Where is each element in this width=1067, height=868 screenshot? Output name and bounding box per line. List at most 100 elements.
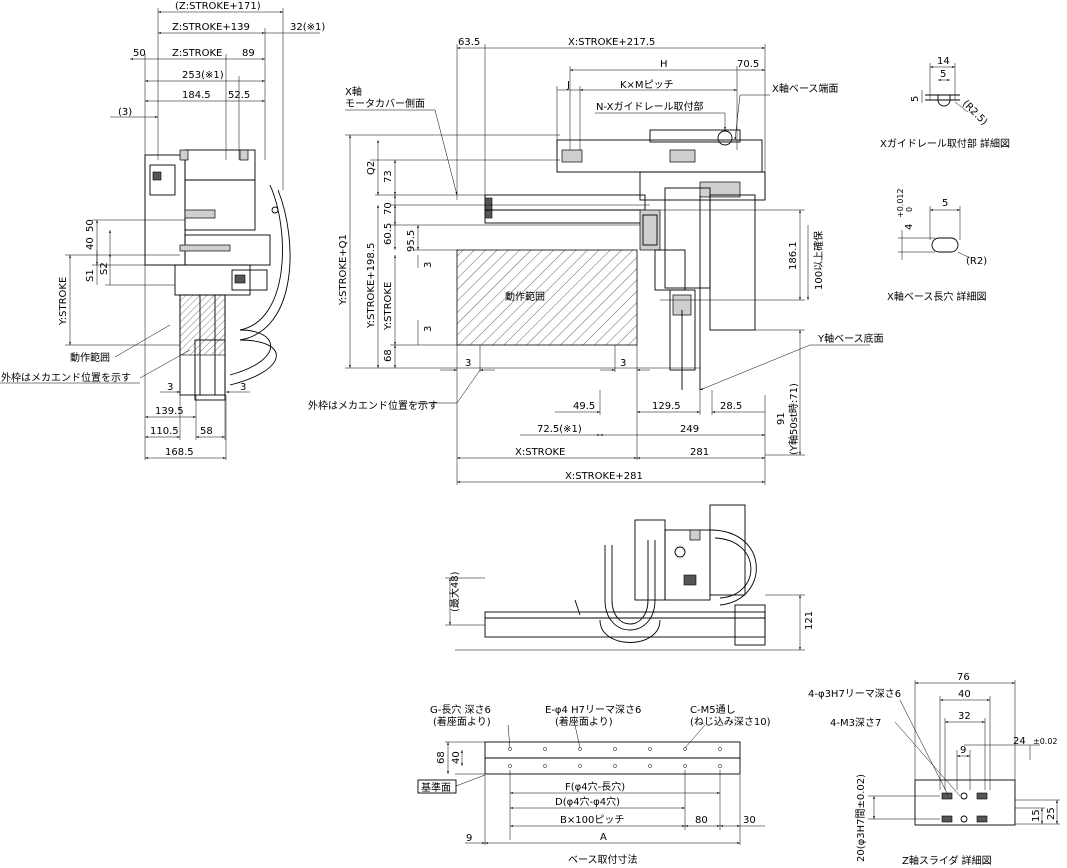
dim-3-paren: (3): [118, 107, 132, 118]
dim-50: 50: [133, 48, 146, 59]
dim-63-5: 63.5: [458, 37, 480, 48]
slot-detail-title: X軸ベース長穴 詳細図: [887, 290, 987, 303]
slot-r2: (R2): [966, 256, 987, 267]
dim-y-stroke-center: Y:STROKE: [383, 282, 394, 331]
dim-q2: Q2: [366, 161, 377, 175]
dim-70-5: 70.5: [737, 59, 759, 70]
base-dim-68: 68: [436, 751, 447, 764]
label-g-slot-2: (着座面より): [433, 715, 491, 728]
dim-32-note: 32(※1): [290, 22, 325, 33]
z-slider-detail: [868, 680, 1060, 826]
dim-s1: S1: [85, 269, 96, 282]
dim-49-5: 49.5: [573, 401, 595, 412]
front-side-view: [445, 504, 805, 651]
dim-max48: (最大48): [448, 571, 461, 612]
slider-dim-24-tol: ±0.02: [1033, 737, 1058, 746]
dim-3-center-b: 3: [423, 326, 434, 332]
x-guide-detail: [921, 63, 969, 113]
label-x-base-end: X軸ベース端面: [772, 82, 838, 95]
dim-3-left-b: 3: [240, 382, 246, 393]
dim-110-5: 110.5: [150, 426, 179, 437]
dim-h: H: [660, 59, 668, 70]
dim-3-center-d: 3: [620, 358, 626, 369]
base-b-label: B×100ピッチ: [560, 814, 624, 826]
base-d-label: D(φ4穴-φ4穴): [555, 795, 620, 808]
slot-dim-4: 4: [904, 224, 915, 230]
dim-s2: S2: [99, 262, 110, 275]
slot-dim-5: 5: [942, 198, 948, 209]
dim-z-stroke-139: Z:STROKE+139: [172, 22, 250, 33]
dim-253: 253(※1): [182, 70, 224, 81]
dim-186-1: 186.1: [788, 241, 799, 270]
dim-y-stroke-left: Y:STROKE: [58, 277, 69, 326]
x-slot-detail: [898, 206, 971, 260]
dim-91: 91: [776, 412, 787, 425]
dim-z-stroke: Z:STROKE: [172, 48, 222, 59]
base-a-label: A: [600, 832, 607, 843]
base-dim-9: 9: [466, 833, 472, 844]
dim-89: 89: [242, 48, 255, 59]
dim-58: 58: [200, 426, 213, 437]
dim-95-5: 95.5: [406, 230, 417, 252]
label-x-motor-1: X軸: [345, 85, 362, 98]
base-dim-30: 30: [743, 815, 756, 826]
dim-72-5: 72.5(※1): [537, 424, 582, 435]
dim-281: 281: [690, 447, 709, 458]
base-dim-80: 80: [695, 815, 708, 826]
dim-z-stroke-171: (Z:STROKE+171): [175, 1, 261, 12]
slider-dim-76: 76: [957, 672, 970, 683]
base-title: ベース取付寸法: [568, 853, 638, 866]
dim-184-5: 184.5: [182, 90, 211, 101]
label-c-m5-2: (ねじ込み深さ10): [690, 716, 771, 728]
slider-dim-32: 32: [958, 711, 971, 722]
dim-73: 73: [383, 170, 394, 183]
slider-dim-9: 9: [960, 745, 966, 756]
guide-r2-5: (R2.5): [960, 98, 990, 128]
dim-x-stroke-281: X:STROKE+281: [565, 471, 643, 482]
guide-dim-14: 14: [937, 56, 950, 67]
label-n-guide: N-Xガイドレール取付部: [596, 100, 703, 113]
dim-x-stroke-center: X:STROKE: [515, 447, 565, 458]
dim-3-center-a: 3: [423, 262, 434, 268]
dim-x-stroke-217: X:STROKE+217.5: [568, 37, 655, 48]
dim-3-left-a: 3: [167, 382, 173, 393]
slider-dim-25: 25: [1046, 807, 1057, 820]
dim-50-vert: 50: [85, 219, 96, 232]
slider-dim-15: 15: [1031, 809, 1042, 822]
dim-129-5: 129.5: [652, 401, 681, 412]
slider-dim-24: 24: [1013, 736, 1026, 747]
label-datum: 基準面: [421, 781, 451, 794]
dim-68-center: 68: [383, 349, 394, 362]
slot-tol-plus: +0.012: [896, 188, 905, 218]
slot-tol-zero: 0: [905, 207, 914, 212]
label-motion-range-center: 動作範囲: [505, 290, 545, 303]
slider-title: Z軸スライダ 詳細図: [902, 854, 992, 867]
dim-139-5: 139.5: [155, 406, 184, 417]
label-e-hole-1: E-φ4 H7リーマ深さ6: [545, 704, 641, 716]
dim-3-center-c: 3: [465, 358, 471, 369]
dim-121: 121: [804, 611, 815, 630]
label-outer-frame-center: 外枠はメカエンド位置を示す: [308, 399, 438, 412]
dim-j: J: [566, 80, 570, 91]
label-c-m5-1: C-M5通し: [690, 704, 736, 716]
dim-y-stroke-q1: Y:STROKE+Q1: [338, 234, 349, 306]
guide-dim-5b: 5: [910, 96, 921, 102]
label-g-slot-1: G-長穴 深さ6: [430, 703, 491, 716]
label-x-motor-2: モータカバー側面: [345, 97, 425, 110]
base-f-label: F(φ4穴-長穴): [565, 780, 625, 793]
label-y-base-bottom: Y軸ベース底面: [817, 332, 884, 345]
slider-h7-note: 4-φ3H7リーマ深さ6: [808, 688, 901, 700]
label-100-clearance: 100以上確保: [812, 231, 825, 290]
dim-40: 40: [85, 237, 96, 250]
base-mounting-view: [417, 724, 765, 845]
center-plan-view: 動作範囲: [345, 44, 870, 485]
dim-60-5: 60.5: [383, 223, 394, 245]
dim-52-5: 52.5: [228, 90, 250, 101]
dim-168-5: 168.5: [165, 447, 194, 458]
left-side-view: [0, 8, 320, 460]
guide-dim-5: 5: [940, 69, 946, 80]
label-e-hole-2: (着座面より): [555, 715, 613, 728]
base-dim-40: 40: [451, 751, 462, 764]
label-outer-frame-left: 外枠はメカエンド位置を示す: [1, 371, 131, 384]
